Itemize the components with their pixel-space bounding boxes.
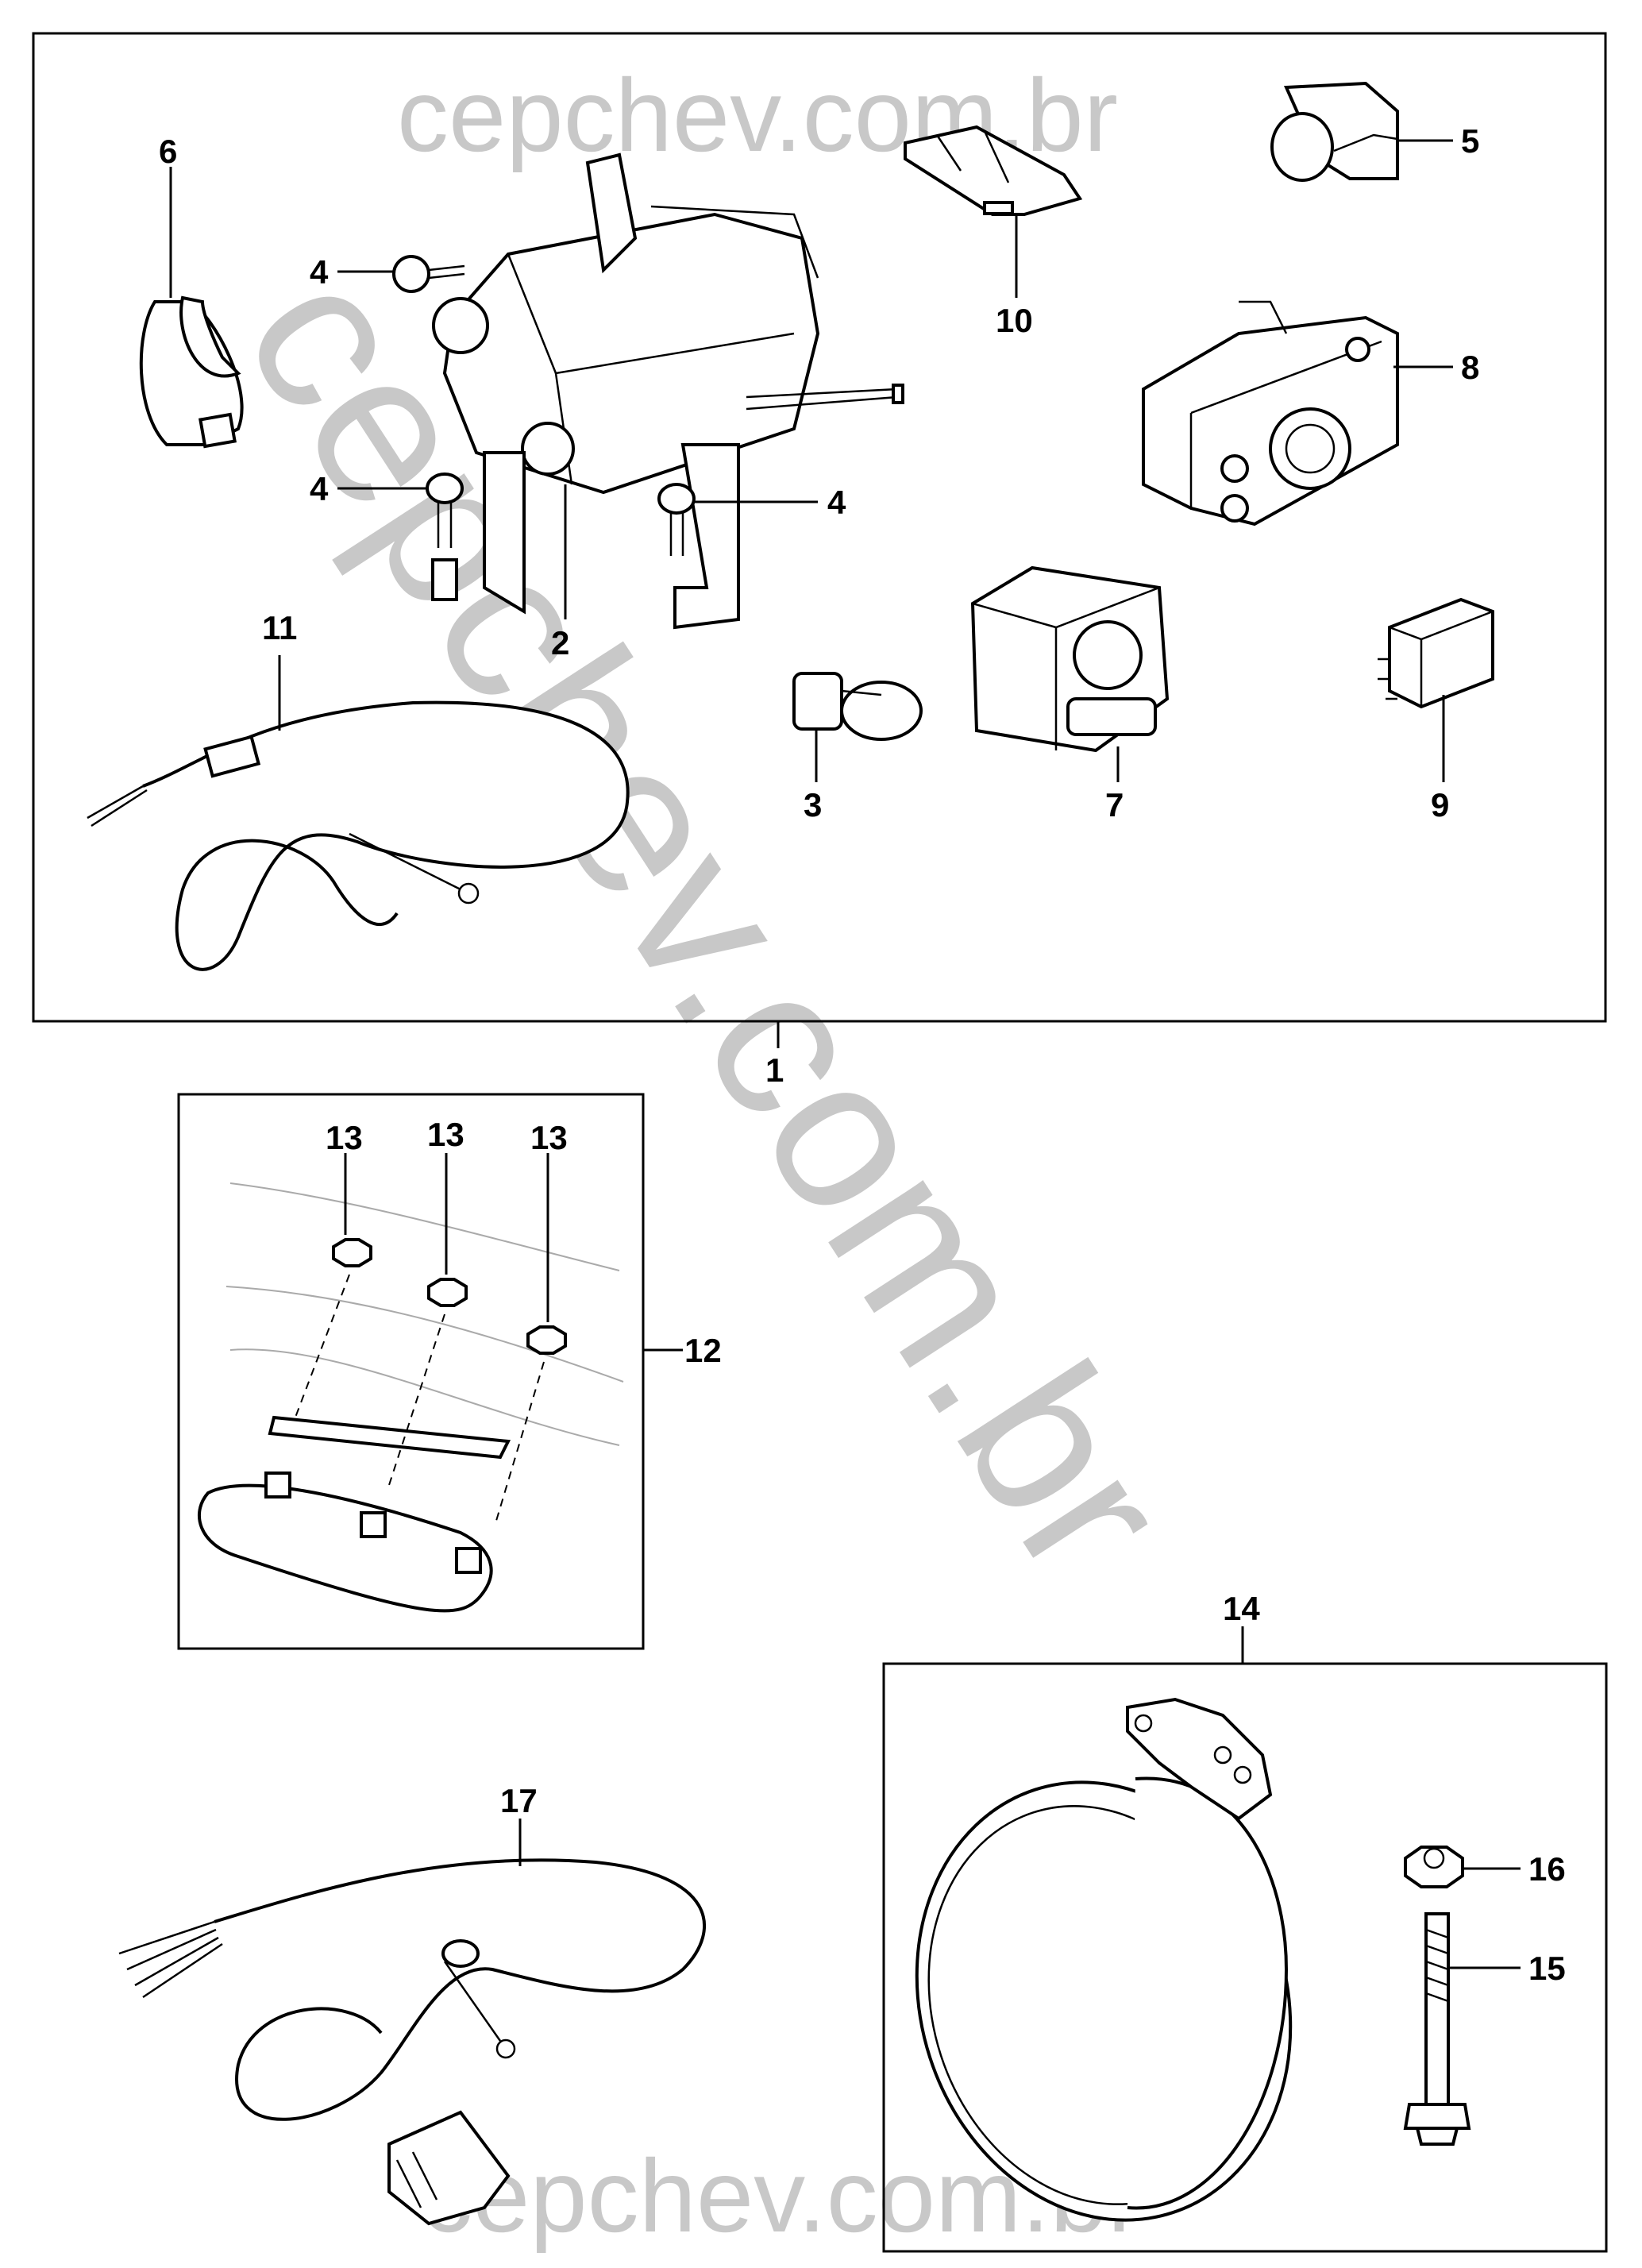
part-2-housing — [432, 152, 904, 630]
part-9-relay — [1378, 597, 1494, 709]
part-4-screw-a — [392, 255, 465, 293]
callout-5: 5 — [1461, 122, 1479, 160]
callout-15: 15 — [1528, 1950, 1566, 1987]
callout-7: 7 — [1105, 786, 1124, 824]
callout-16: 16 — [1528, 1850, 1566, 1888]
part-10-fuse — [904, 125, 1083, 216]
callout-17: 17 — [500, 1782, 538, 1819]
part-13-nuts — [293, 1238, 567, 1522]
part-6-strap — [139, 295, 244, 449]
callout-13b: 13 — [427, 1116, 464, 1153]
part-12-brake-lamp — [197, 1182, 624, 1613]
part-16-nut — [1404, 1846, 1464, 1888]
callout-1: 1 — [765, 1051, 784, 1089]
part-15-bolt — [1403, 1912, 1471, 2146]
callout-3: 3 — [804, 786, 822, 824]
part-4-screw-b — [426, 472, 464, 601]
callout-4c: 4 — [827, 484, 846, 521]
kit-14-frame — [882, 1662, 1608, 2253]
part-14-fog-lamp — [915, 1697, 1293, 2222]
callout-10: 10 — [996, 302, 1033, 339]
callout-4a: 4 — [310, 253, 329, 291]
callout-8: 8 — [1461, 349, 1479, 386]
callout-9: 9 — [1431, 786, 1449, 824]
callout-13c: 13 — [530, 1119, 568, 1156]
part-17-harness — [118, 1858, 707, 2226]
part-8-switch-module — [1142, 300, 1399, 526]
part-4-screw-c — [657, 483, 696, 556]
part-7-switch — [970, 565, 1170, 753]
callout-11: 11 — [262, 609, 297, 646]
part-11-harness — [87, 700, 630, 971]
callout-13a: 13 — [326, 1119, 363, 1156]
callout-14: 14 — [1223, 1590, 1260, 1627]
callout-6: 6 — [159, 133, 177, 170]
part-3-bulb — [792, 672, 923, 741]
part-5-knob — [1270, 81, 1399, 182]
kit-12-frame — [177, 1093, 645, 1650]
callout-12: 12 — [684, 1332, 722, 1369]
callout-2: 2 — [551, 624, 569, 662]
kit-1-frame — [32, 32, 1607, 1023]
callout-4b: 4 — [310, 470, 329, 507]
